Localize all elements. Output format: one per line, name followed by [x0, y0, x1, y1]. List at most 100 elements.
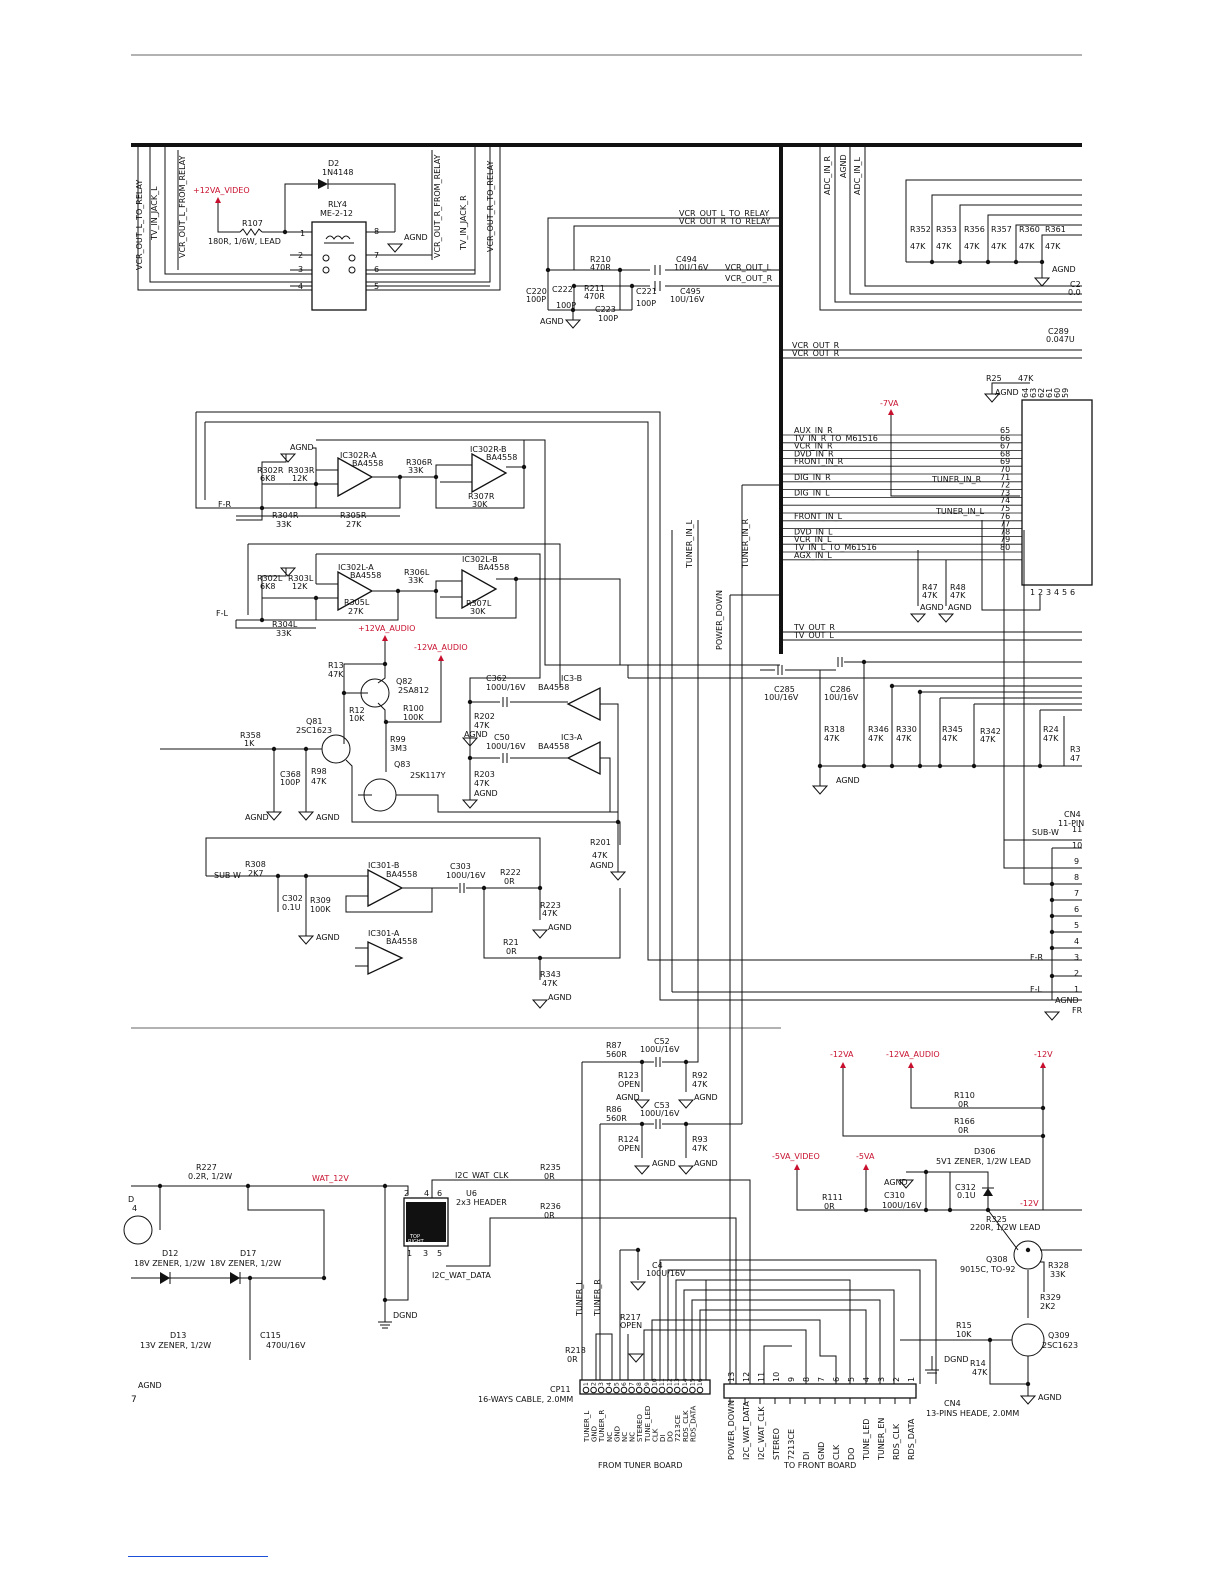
c285-value: 10U/16V — [764, 693, 799, 702]
r328-ref: R328 — [1048, 1261, 1069, 1270]
r308-ref: R308 — [245, 860, 266, 869]
opamp-r-stage: F-R IC302R-A BA4558 IC302R-B BA4558 R302… — [195, 411, 1082, 1001]
r342-value: 47K — [980, 735, 996, 744]
cp11-pin-dot — [620, 1386, 628, 1394]
r345-ref: R345 — [942, 725, 963, 734]
relay-agnd: AGND — [404, 233, 428, 242]
cp11-pin-dot — [582, 1386, 590, 1394]
adc-in-l: ADC_IN_L — [853, 156, 862, 195]
cp11-pin-label: NC — [629, 1432, 637, 1442]
r93-ref: R93 — [692, 1135, 708, 1144]
cn4-dgnd: DGND — [944, 1355, 969, 1364]
r330-ref: R330 — [896, 725, 917, 734]
r305l-ref: R305L — [344, 598, 370, 607]
r356-value: 47K — [964, 242, 980, 251]
r211-ref: R211 — [584, 284, 605, 293]
r342-ref: R342 — [980, 727, 1001, 736]
r24-value: 47K — [1043, 734, 1059, 743]
cn4-right-fr: F-R — [1030, 953, 1043, 962]
c362-ref: C362 — [486, 674, 507, 683]
r304l-ref: R304L — [272, 620, 298, 629]
tuner-caps: R87 560R C52 100U/16V R123 OPEN R92 47K … — [581, 1037, 742, 1380]
r47-ref: R47 — [922, 583, 938, 592]
chip-pin-b3: 3 — [1046, 588, 1051, 597]
d17-ref: D17 — [240, 1249, 256, 1258]
r25-value: 47K — [1018, 374, 1034, 383]
cn4-pin-number: 10 — [772, 1372, 781, 1382]
input-label: VCR_IN_L — [794, 535, 832, 544]
cn4-right-pin-10: 10 — [1072, 841, 1082, 850]
chip-pin-63: 63 — [1029, 388, 1038, 398]
relay-pin-4: 4 — [298, 282, 303, 291]
r329-value: 2K2 — [1040, 1302, 1055, 1311]
c115-ref: C115 — [260, 1331, 281, 1340]
chip-pin-60: 60 — [1053, 388, 1062, 398]
input-pin: 65 — [1000, 426, 1010, 435]
r302l-ref: R302L — [257, 574, 283, 583]
r303l-ref: R303L — [288, 574, 314, 583]
cp11-pin-label: TUNE_LED — [644, 1406, 652, 1443]
cp11-pin-number: 16 — [697, 1378, 704, 1386]
r25-agnd: AGND — [995, 388, 1019, 397]
c53-value: 100U/16V — [640, 1109, 680, 1118]
input-pin: 75 — [1000, 504, 1010, 513]
vcr-out-r-2: VCR_OUT_R — [792, 349, 840, 358]
wat-d-partial: D — [128, 1195, 134, 1204]
cn4-right-ref: CN4 — [1064, 810, 1081, 819]
relay-supply: +12VA_VIDEO — [193, 186, 250, 195]
c286-ref: C286 — [830, 685, 851, 694]
bus-label-3: VCR_OUT_L_FROM_RELAY — [178, 155, 187, 258]
r124-ref: R124 — [618, 1135, 639, 1144]
adc-region: ADC_IN_R AGND ADC_IN_L AGND R352 47K R35… — [781, 145, 1082, 497]
c289-ref: C289 — [1048, 327, 1069, 336]
cn4-pin-label: 7213CE — [787, 1429, 796, 1460]
bus-label-5: TV_IN_JACK_R — [459, 195, 468, 251]
tuner-in-r: TUNER_IN_R — [931, 475, 982, 484]
r222-ref: R222 — [500, 868, 521, 877]
input-pin: 66 — [1000, 434, 1010, 443]
vcr-out-l-to-relay: VCR_OUT_L_TO_RELAY — [679, 209, 769, 218]
neg5va: -5VA — [856, 1152, 875, 1161]
tuner-r-label: TUNER_R — [593, 1279, 602, 1317]
cn4-caption: TO FRONT BOARD — [783, 1461, 856, 1470]
ic3-b-part: BA4558 — [538, 683, 569, 692]
c222-value: 100P — [556, 301, 576, 310]
c285-ref: C285 — [774, 685, 795, 694]
r307r-ref: R307R — [468, 492, 495, 501]
r303r-value: 12K — [292, 474, 308, 483]
cn4-right-pin-11: 11 — [1072, 825, 1082, 834]
cp11-pin-number: 6 — [621, 1382, 628, 1386]
c494-ref: C494 — [676, 255, 697, 264]
relay-pin-8: 8 — [374, 227, 379, 236]
connector-bundle — [595, 1179, 937, 1384]
cn4-right-pin-8: 8 — [1074, 873, 1079, 882]
input-pin: 70 — [1000, 465, 1010, 474]
r304l-value: 33K — [276, 629, 292, 638]
tuner-in-labels: TUNER_IN_R TUNER_IN_L TUNER_IN_L TUNER_I… — [685, 475, 1082, 1380]
c310-value: 100U/16V — [882, 1201, 922, 1210]
c221-value: 100P — [636, 299, 656, 308]
cn4-pin-label: GND — [817, 1442, 826, 1460]
cn4-pin-label: STEREO — [772, 1428, 781, 1460]
r306r-ref: R306R — [406, 458, 433, 467]
q81-part: 2SC1623 — [296, 726, 332, 735]
q83-ref: Q83 — [394, 760, 410, 769]
r201-ref: R201 — [590, 838, 611, 847]
r203-ref: R203 — [474, 770, 495, 779]
u6-top: TOP — [409, 1234, 420, 1240]
footer-link-underline[interactable] — [128, 1556, 268, 1557]
ic301-b-part: BA4558 — [386, 870, 417, 879]
r329-ref: R329 — [1040, 1293, 1061, 1302]
adc-bottom-agnd: AGND — [1052, 265, 1076, 274]
c310-ref: C310 — [884, 1191, 905, 1200]
r343-ref: R343 — [540, 970, 561, 979]
cp11-pin-number: 8 — [636, 1382, 643, 1386]
chip-pin-59: 59 — [1061, 388, 1070, 398]
cn4-right-fr2: FR — [1072, 1006, 1083, 1015]
q308-ref: Q308 — [986, 1255, 1008, 1264]
chip-pin-b5: 5 — [1062, 588, 1067, 597]
c303-ref: C303 — [450, 862, 471, 871]
r360-value: 47K — [1019, 242, 1035, 251]
vcr-out-r: VCR_OUT_R — [725, 274, 773, 283]
r352-value: 47K — [910, 242, 926, 251]
